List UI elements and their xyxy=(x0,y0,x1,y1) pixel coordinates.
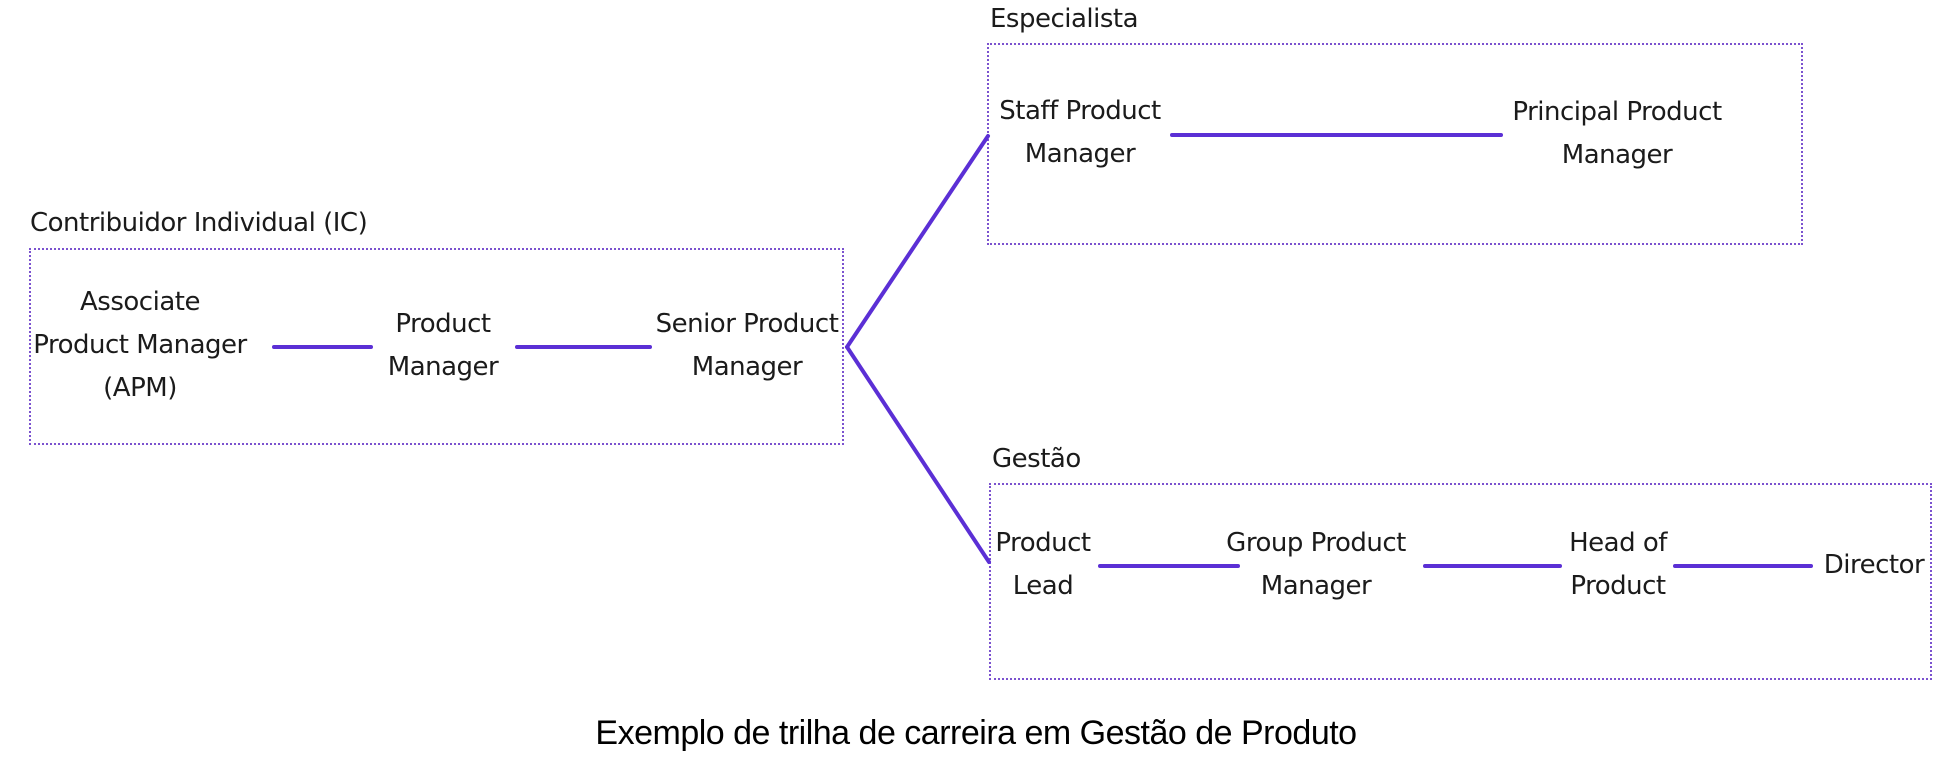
node-group-product-manager: Group Product Manager xyxy=(1226,528,1406,601)
node-director: Director xyxy=(1823,550,1925,580)
group-label-especialista: Especialista xyxy=(990,4,1139,34)
node-principal-product-manager: Principal Product Manager xyxy=(1512,97,1722,170)
connector-group-pm-to-head xyxy=(1423,564,1562,568)
node-head-of-product: Head of Product xyxy=(1569,528,1667,601)
node-product-lead: Product Lead xyxy=(995,528,1091,601)
group-label-contribuidor-individual: Contribuidor Individual (IC) xyxy=(30,208,368,238)
diagram-caption: Exemplo de trilha de carreira em Gestão … xyxy=(595,714,1357,752)
node-associate-product-manager: Associate Product Manager (APM) xyxy=(33,287,247,403)
node-product-manager: Product Manager xyxy=(387,309,499,382)
group-box-gestao xyxy=(989,483,1932,680)
group-box-contribuidor-individual xyxy=(29,248,844,445)
diagonal-senior-to-especialista xyxy=(845,134,990,349)
node-staff-product-manager: Staff Product Manager xyxy=(999,96,1161,169)
group-label-gestao: Gestão xyxy=(992,444,1081,474)
connector-lead-to-group-pm xyxy=(1098,564,1240,568)
connector-head-to-director xyxy=(1673,564,1813,568)
connector-staff-to-principal xyxy=(1170,133,1503,137)
diagonal-senior-to-gestao xyxy=(845,345,991,564)
connector-pm-to-senior-pm xyxy=(515,345,652,349)
connector-apm-to-pm xyxy=(272,345,373,349)
node-senior-product-manager: Senior Product Manager xyxy=(655,309,839,382)
